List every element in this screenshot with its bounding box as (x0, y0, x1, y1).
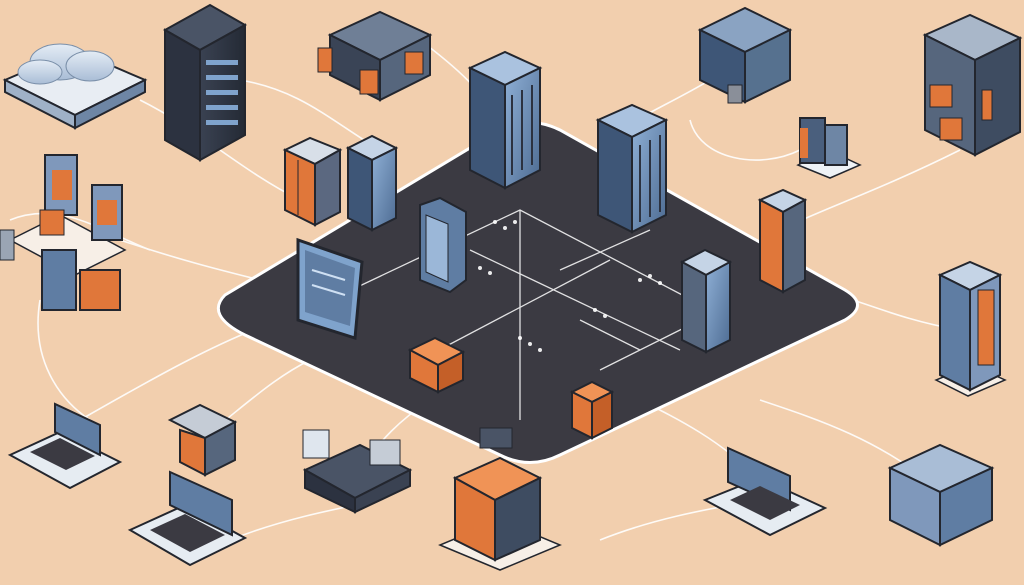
router-icon (796, 117, 862, 179)
server-rack-icon (345, 134, 399, 232)
storage-box-icon (922, 13, 1023, 157)
server-rack-icon (467, 50, 543, 190)
server-rack-icon (419, 196, 467, 294)
laptop-icon (7, 402, 123, 490)
storage-box-icon (438, 427, 562, 571)
server-rack-icon (595, 103, 669, 234)
platform-glyphs (478, 220, 662, 352)
router-icon (302, 429, 413, 514)
cube-icon (407, 336, 466, 394)
printer-icon (167, 403, 238, 477)
cloud-icon (2, 43, 148, 130)
server-rack-icon (162, 3, 248, 162)
storage-box-icon (697, 6, 793, 104)
server-rack-icon (282, 136, 343, 227)
storage-box-icon (317, 10, 433, 102)
laptop-icon (127, 470, 248, 567)
monitor-icon (296, 237, 364, 340)
laptop-icon (702, 446, 828, 537)
storage-box-icon (0, 154, 127, 311)
server-rack-icon (757, 188, 808, 294)
cube-icon (887, 443, 995, 547)
server-rack-icon (679, 248, 733, 354)
server-rack-icon (934, 260, 1007, 397)
cube-icon (569, 380, 615, 440)
